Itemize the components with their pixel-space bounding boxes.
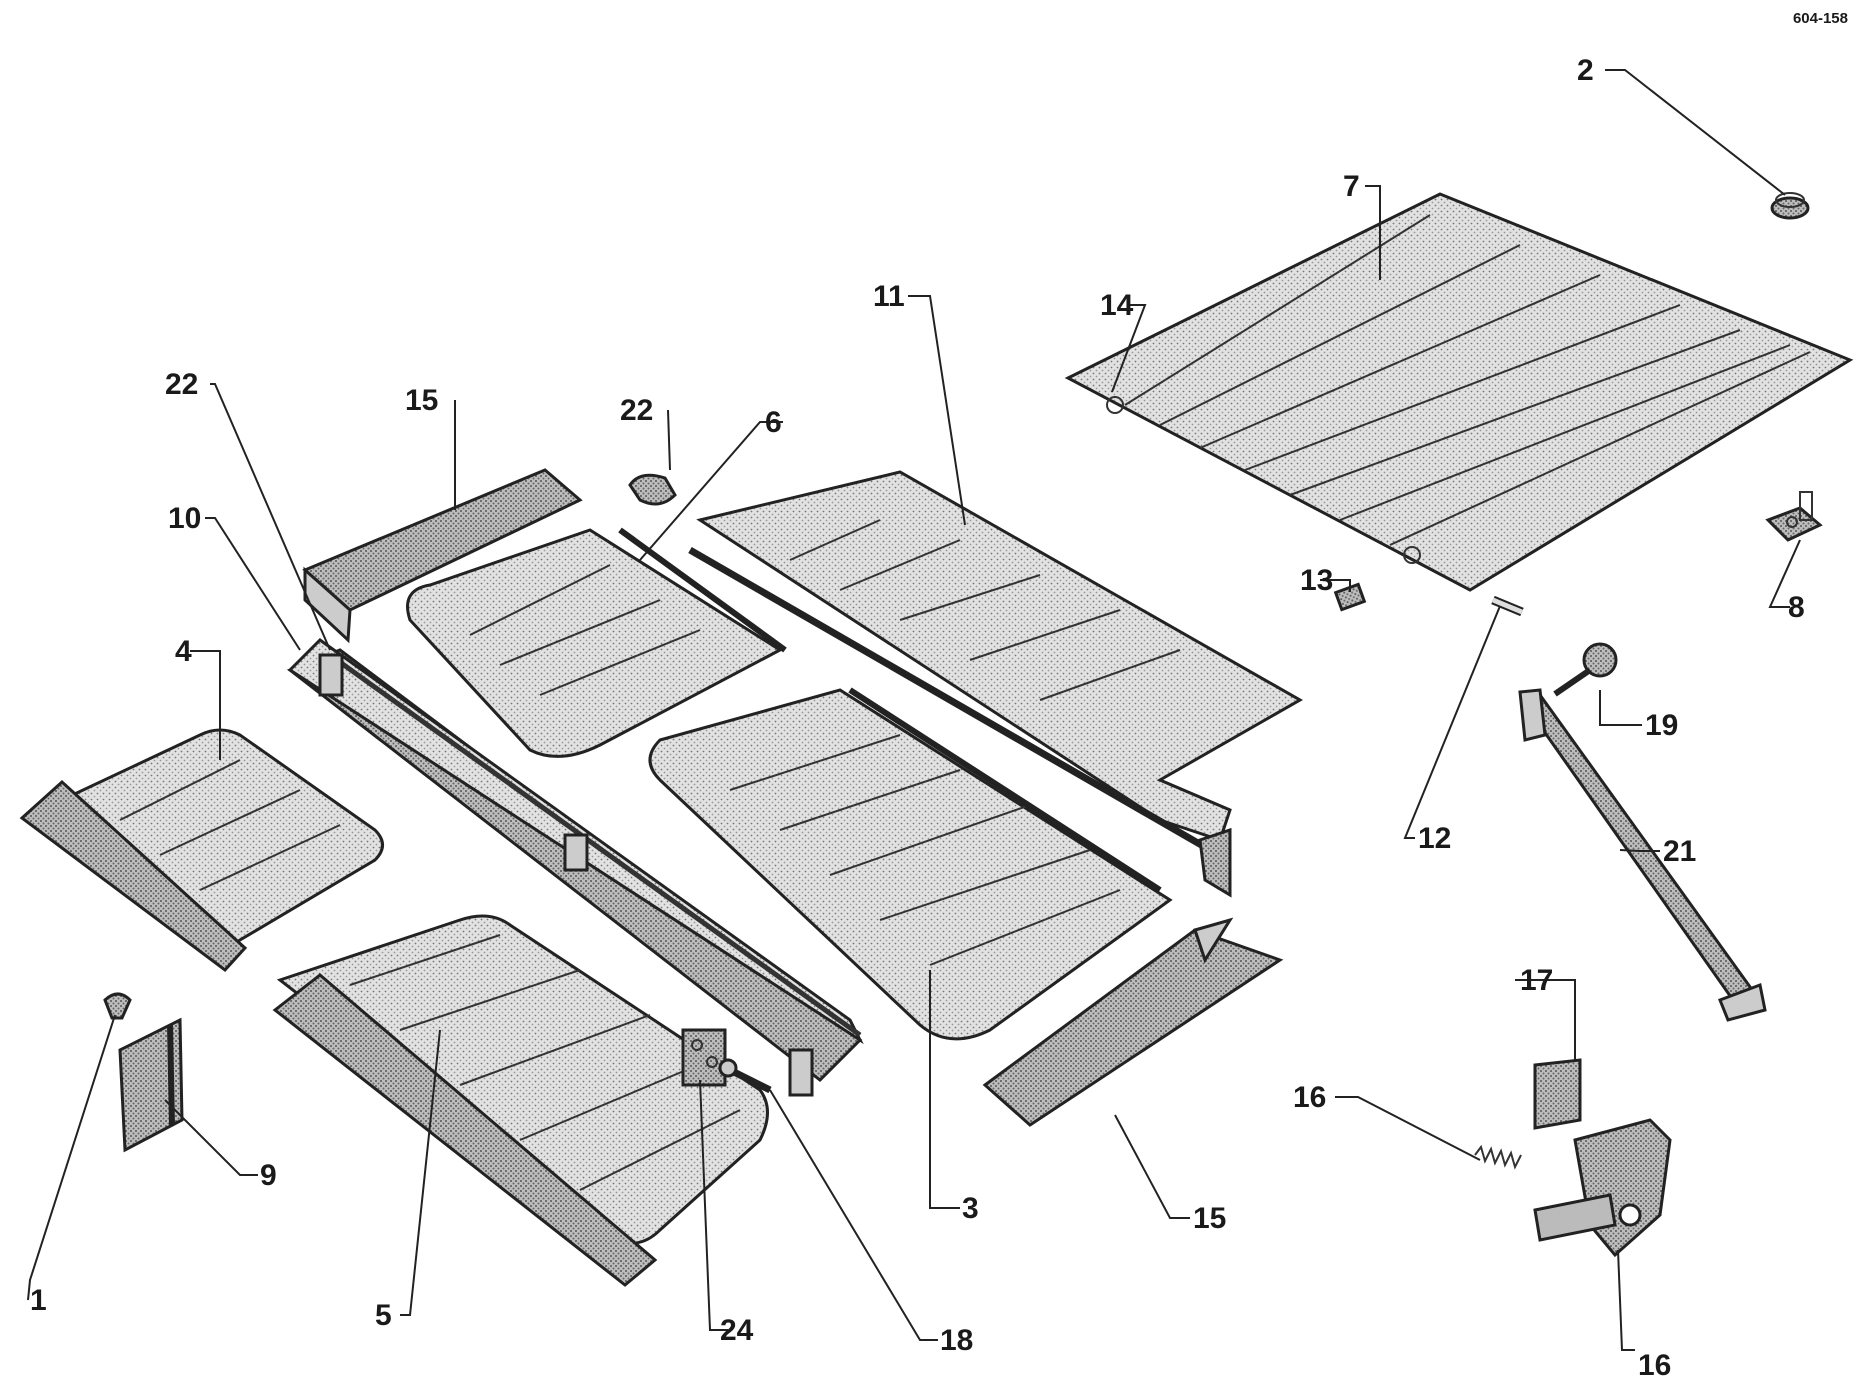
callout-9: 9 <box>260 1159 277 1192</box>
part-8-stud-bracket <box>1765 491 1823 542</box>
callout-21: 21 <box>1663 835 1696 868</box>
part-11-center-floor-panel <box>688 470 1304 898</box>
callout-12: 12 <box>1418 822 1451 855</box>
callout-3: 3 <box>962 1192 979 1225</box>
part-10-cross-member <box>287 638 864 1097</box>
part-21-stay-bar <box>1518 688 1767 1022</box>
callout-19: 18 <box>940 1324 973 1357</box>
callout-18: 17 <box>1520 964 1553 997</box>
part-16-latch <box>1533 1118 1672 1258</box>
part-18-plate <box>1533 1058 1582 1130</box>
callout-14: 14 <box>1100 289 1134 322</box>
callout-13: 13 <box>1300 564 1333 597</box>
part-1-grommet <box>103 992 132 1020</box>
callout-23: 22 <box>620 394 653 427</box>
callout-24: 24 <box>720 1314 754 1347</box>
callout-16: 16 <box>1638 1349 1671 1382</box>
part-5-floor-panel <box>272 914 769 1287</box>
callout-11: 11 <box>873 280 905 313</box>
leader-lines <box>27 69 1801 1351</box>
callout-10: 10 <box>168 502 201 535</box>
callout-22: 22 <box>165 368 198 401</box>
part-24-hinge-bracket <box>681 1028 727 1087</box>
part-19-bolt <box>718 1058 772 1094</box>
part-17-spring <box>1474 1144 1522 1170</box>
part-12-pin <box>1491 595 1524 617</box>
callout-1: 1 <box>30 1284 47 1317</box>
figure-code: 604-158 <box>1793 10 1848 27</box>
part-7-floor-panel <box>1064 192 1854 592</box>
callout-15-upper: 15 <box>405 384 438 417</box>
callout-17: 16 <box>1293 1081 1326 1114</box>
callout-20: 19 <box>1645 709 1678 742</box>
part-13-clip <box>1333 582 1367 612</box>
part-3-floor-panel <box>648 687 1173 1041</box>
callout-6: 6 <box>765 406 782 439</box>
callout-8: 8 <box>1788 591 1805 624</box>
callout-5: 5 <box>375 1299 392 1332</box>
callout-7: 7 <box>1343 170 1360 203</box>
part-20-knob-screw <box>1553 642 1618 697</box>
callout-4: 4 <box>175 635 192 668</box>
callout-15-lower: 15 <box>1193 1202 1226 1235</box>
part-15-lower-bracket <box>982 917 1284 1127</box>
part-23-clip <box>628 473 677 506</box>
part-15-upper-bracket <box>302 468 583 644</box>
callout-2: 2 <box>1577 54 1594 87</box>
part-4-floor-panel <box>19 728 384 973</box>
part-2-grommet <box>1770 192 1810 220</box>
part-9-hinge <box>118 1017 184 1153</box>
